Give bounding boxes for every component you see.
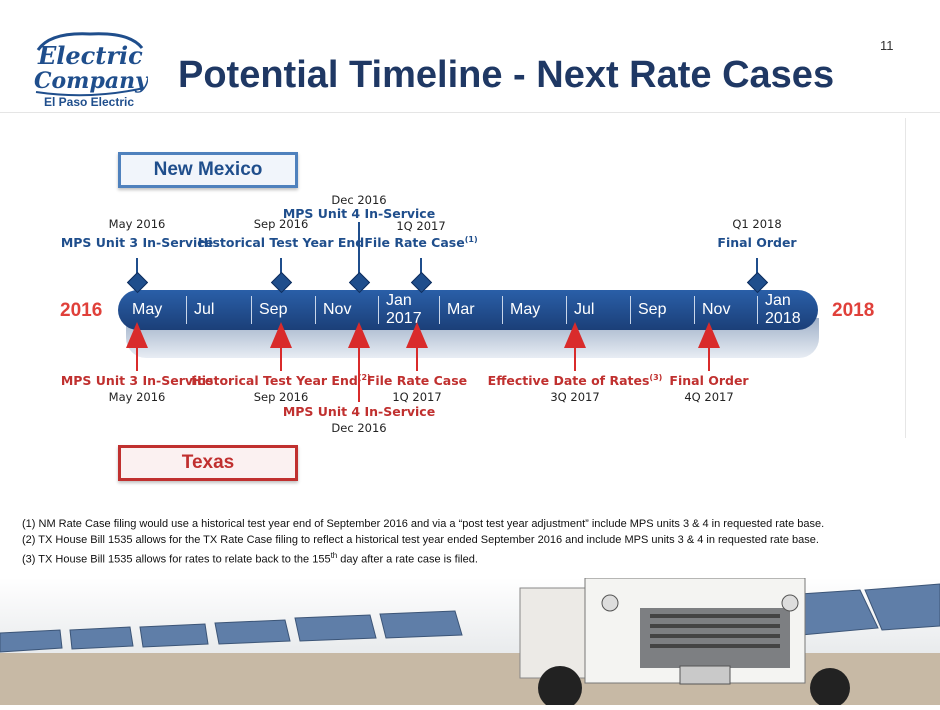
tx-event-connector [136,348,138,371]
nm-event-label: Historical Test Year End [197,235,365,250]
side-divider [905,118,906,438]
solar-field-photo [0,577,940,710]
tx-event-date: Dec 2016 [331,421,387,435]
month-separator [439,296,440,324]
footnote-1: (1) NM Rate Case filing would use a hist… [22,518,825,530]
month-separator [630,296,631,324]
start-year-label: 2016 [60,300,103,321]
tx-event-label: Final Order [669,373,749,388]
nm-event-label: File Rate Case(1) [364,235,478,251]
tx-event-connector [358,348,360,402]
footnotes: (1) NM Rate Case filing would use a hist… [22,516,824,568]
month-label: Sep [638,301,667,318]
nm-event-label: Final Order [717,235,797,250]
tx-event-connector [574,348,576,371]
logo-caption: El Paso Electric [43,95,135,109]
nm-event-date: Sep 2016 [253,217,309,231]
tx-event-label: MPS Unit 3 In-Service [60,373,214,388]
texas-label: Texas [118,445,298,481]
tx-event-connector [708,348,710,371]
nm-event-date: Dec 2016 [331,193,387,207]
footnote-2: (2) TX House Bill 1535 allows for the TX… [22,534,819,546]
nm-event-connector [136,258,138,275]
nm-event-date: 1Q 2017 [396,219,446,233]
truck [519,577,850,710]
company-logo: Electric Company [30,28,150,120]
nm-event-connector [420,258,422,275]
nm-event-connector [756,258,758,275]
tx-event-date: 3Q 2017 [550,390,600,404]
nm-event-diamond-marker [348,271,371,294]
slide-number: 11 [880,38,894,53]
tx-event-triangle-marker [270,322,292,348]
nm-event-diamond-marker [126,271,149,294]
month-separator [502,296,503,324]
footnote-3: (3) TX House Bill 1535 allows for rates … [22,551,478,566]
end-year-label: 2018 [832,300,875,321]
tx-event-date: 4Q 2017 [684,390,734,404]
month-label: May [132,301,163,318]
month-separator [378,296,379,324]
month-separator [315,296,316,324]
month-label: Jul [574,301,595,318]
tx-event-date: May 2016 [108,390,166,404]
month-label: Mar [447,301,475,318]
tx-event-connector [416,348,418,371]
month-separator [694,296,695,324]
month-label: Nov [323,301,352,318]
nm-event-label: MPS Unit 3 In-Service [60,235,214,250]
month-label: May [510,301,541,318]
tx-event-label: Historical Test Year End(2) [191,373,371,389]
nm-event-connector [358,222,360,275]
tx-event-triangle-marker [348,322,370,348]
month-label: Sep [259,301,288,318]
month-separator [186,296,187,324]
tx-event-label: Effective Date of Rates(3) [487,373,663,389]
tx-event-connector [280,348,282,371]
nm-event-diamond-marker [410,271,433,294]
nm-event-label: MPS Unit 4 In-Service [282,206,436,221]
nm-event-date: May 2016 [108,217,166,231]
tx-event-label: MPS Unit 4 In-Service [282,404,436,419]
month-separator [757,296,758,324]
nm-event-date: Q1 2018 [732,217,782,231]
month-separator [251,296,252,324]
title-divider [0,112,940,113]
page-title: Potential Timeline - Next Rate Cases [178,54,835,96]
nm-event-diamond-marker [270,271,293,294]
tx-event-triangle-marker [698,322,720,348]
tx-event-date: 1Q 2017 [392,390,442,404]
month-label: Nov [702,301,731,318]
tx-event-triangle-marker [406,322,428,348]
tx-event-date: Sep 2016 [253,390,309,404]
tx-event-label: File Rate Case [366,373,468,388]
nm-event-connector [280,258,282,275]
month-separator [566,296,567,324]
month-label: Jul [194,301,215,318]
svg-text:Electric: Electric [37,41,143,70]
tx-event-triangle-marker [126,322,148,348]
nm-event-diamond-marker [746,271,769,294]
new-mexico-label: New Mexico [118,152,298,188]
tx-event-triangle-marker [564,322,586,348]
